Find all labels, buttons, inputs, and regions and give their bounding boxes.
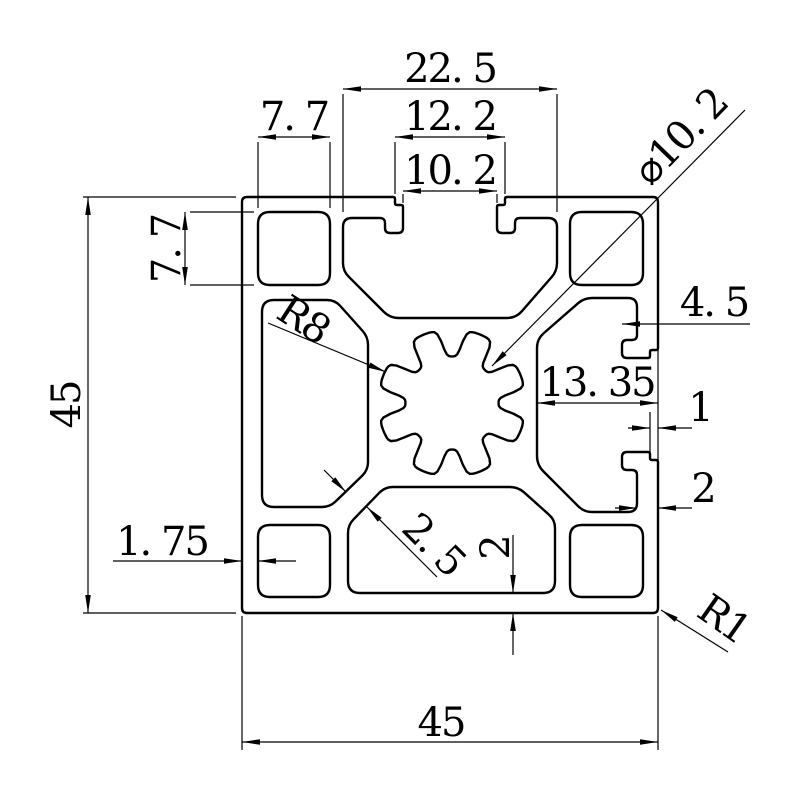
center-bore [380,331,524,475]
arrowhead [632,425,650,431]
dimension-label: ⌀10. 2 [625,80,737,194]
dimension-label: R1 [689,586,758,653]
arrowhead [479,188,497,194]
arrowhead [487,134,505,140]
arrowhead [640,400,658,406]
arrowhead [368,362,386,372]
arrowhead [182,212,188,230]
arrowhead [258,558,276,564]
dimension-slot-floor-depth: 13. 35 [537,350,659,460]
arrowhead [537,400,555,406]
arrowhead [395,134,413,140]
arrowhead [619,505,637,511]
dimension-label: 1 [688,385,711,431]
dimension-label: 10. 2 [404,148,496,194]
dimension-label: 1. 75 [116,519,208,565]
arrowhead [403,188,421,194]
arrowhead [182,267,188,285]
bottom-cavity [346,485,557,595]
dimension-line [267,322,387,373]
arrowhead [510,613,516,631]
dimension-line [491,109,746,367]
dimension-label: 2. 5 [393,504,474,585]
corner-pocket-top-right [568,210,645,287]
dimension-lip-depth: 4. 5 [622,280,750,327]
arrowhead [622,321,640,327]
arrowhead [331,477,346,492]
dimension-corner-pocket-width: 7. 7 [257,94,331,208]
dimension-label: 12. 2 [404,94,496,140]
arrowhead [658,505,676,511]
dimension-bottom-wall-thickness: 2 [473,535,519,655]
outer-contour [240,195,660,615]
profile-geometry [240,195,660,615]
arrowhead [224,558,242,564]
dimension-label: 13. 35 [539,360,654,406]
dimension-slot-zone-width: 22. 5 [342,46,558,212]
arrowhead [661,610,678,622]
arrowhead [510,575,516,593]
dimension-corner-pocket-height: 7. 7 [144,211,254,286]
dimension-side-wall-thickness: 2 [615,466,717,512]
dimension-label: 2 [691,466,714,512]
arrowhead [367,507,382,522]
arrowhead [258,134,276,140]
dimension-label: 22. 5 [404,46,496,92]
arrowhead [242,739,260,745]
arrowhead [85,197,91,215]
dimension-lip-step: 1 [628,385,714,452]
arrowhead [85,595,91,613]
dimension-label: 2 [473,536,519,559]
dimension-label: 7. 7 [260,94,328,140]
dimension-overall-height: 45 [44,196,236,614]
dimension-label: 4. 5 [680,280,748,326]
corner-pocket-bottom-left [256,523,332,599]
left-cavity [260,298,370,509]
dimension-label: 45 [418,700,465,746]
corner-pocket-top-left [256,210,332,287]
dimension-overall-width: 45 [241,616,659,750]
dimension-left-wall-thickness: 1. 75 [113,519,296,565]
dimension-slot-opening-width: 10. 2 [402,148,498,203]
arrowhead [658,425,676,431]
dimension-label: 45 [44,382,90,429]
arrowhead [343,86,361,92]
arrowhead [312,134,330,140]
dimension-outer-corner-radius: R1 [660,586,758,653]
arrowhead [640,739,658,745]
corner-pocket-bottom-right [568,523,645,599]
dimension-slot-step-width: 12. 2 [394,94,506,194]
arrowhead [539,86,557,92]
arrowhead [492,351,507,366]
dimension-label: 7. 7 [144,215,190,283]
dimension-label: R8 [269,287,337,354]
